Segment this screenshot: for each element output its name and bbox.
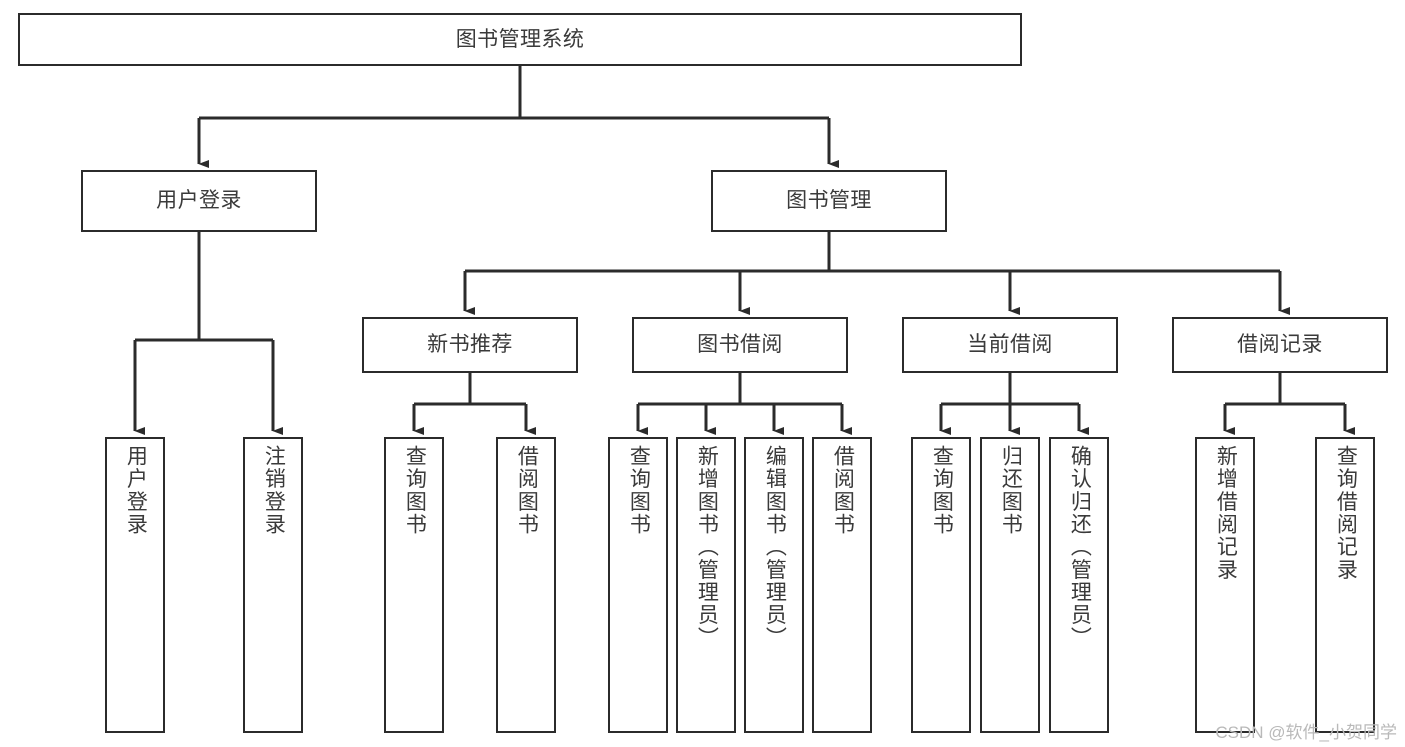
node-label: 查询图书 (627, 445, 651, 536)
leaf-return-book[interactable]: 归还图书 (980, 437, 1040, 733)
node-label: 借阅图书 (515, 445, 539, 536)
node-root-book-management-system[interactable]: 图书管理系统 (18, 13, 1022, 66)
leaf-query-book-1[interactable]: 查询图书 (384, 437, 444, 733)
leaf-query-book-2[interactable]: 查询图书 (608, 437, 668, 733)
leaf-user-login[interactable]: 用户登录 (105, 437, 165, 733)
node-label: 归还图书 (999, 445, 1023, 536)
node-new-book-recommend[interactable]: 新书推荐 (362, 317, 578, 373)
leaf-add-borrow-record[interactable]: 新增借阅记录 (1195, 437, 1255, 733)
node-label: 编辑图书（管理员） (763, 445, 787, 650)
node-label: 图书管理 (786, 189, 872, 213)
node-label: 新增借阅记录 (1214, 445, 1238, 582)
node-label: 借阅图书 (831, 445, 855, 536)
node-label: 查询图书 (403, 445, 427, 536)
leaf-borrow-book-1[interactable]: 借阅图书 (496, 437, 556, 733)
leaf-logout-login[interactable]: 注销登录 (243, 437, 303, 733)
node-book-management[interactable]: 图书管理 (711, 170, 947, 232)
node-book-borrow[interactable]: 图书借阅 (632, 317, 848, 373)
csdn-watermark: CSDN @软件_小贺同学 (1215, 723, 1397, 742)
leaf-query-book-3[interactable]: 查询图书 (911, 437, 971, 733)
node-label: 确认归还（管理员） (1068, 445, 1092, 650)
node-label: 新增图书（管理员） (695, 445, 719, 650)
node-label: 查询借阅记录 (1334, 445, 1358, 582)
leaf-edit-book[interactable]: 编辑图书（管理员） (744, 437, 804, 733)
node-user-login[interactable]: 用户登录 (81, 170, 317, 232)
node-label: 用户登录 (124, 445, 148, 536)
leaf-borrow-book-2[interactable]: 借阅图书 (812, 437, 872, 733)
leaf-query-borrow-record[interactable]: 查询借阅记录 (1315, 437, 1375, 733)
node-label: 图书借阅 (697, 333, 783, 357)
node-label: 借阅记录 (1237, 333, 1323, 357)
node-label: 用户登录 (156, 189, 242, 213)
node-label: 当前借阅 (967, 333, 1053, 357)
leaf-confirm-return[interactable]: 确认归还（管理员） (1049, 437, 1109, 733)
node-label: 注销登录 (262, 445, 286, 536)
node-label: 图书管理系统 (455, 27, 585, 51)
leaf-add-book[interactable]: 新增图书（管理员） (676, 437, 736, 733)
node-label: 新书推荐 (427, 333, 513, 357)
node-current-borrow[interactable]: 当前借阅 (902, 317, 1118, 373)
node-label: 查询图书 (930, 445, 954, 536)
node-borrow-record[interactable]: 借阅记录 (1172, 317, 1388, 373)
